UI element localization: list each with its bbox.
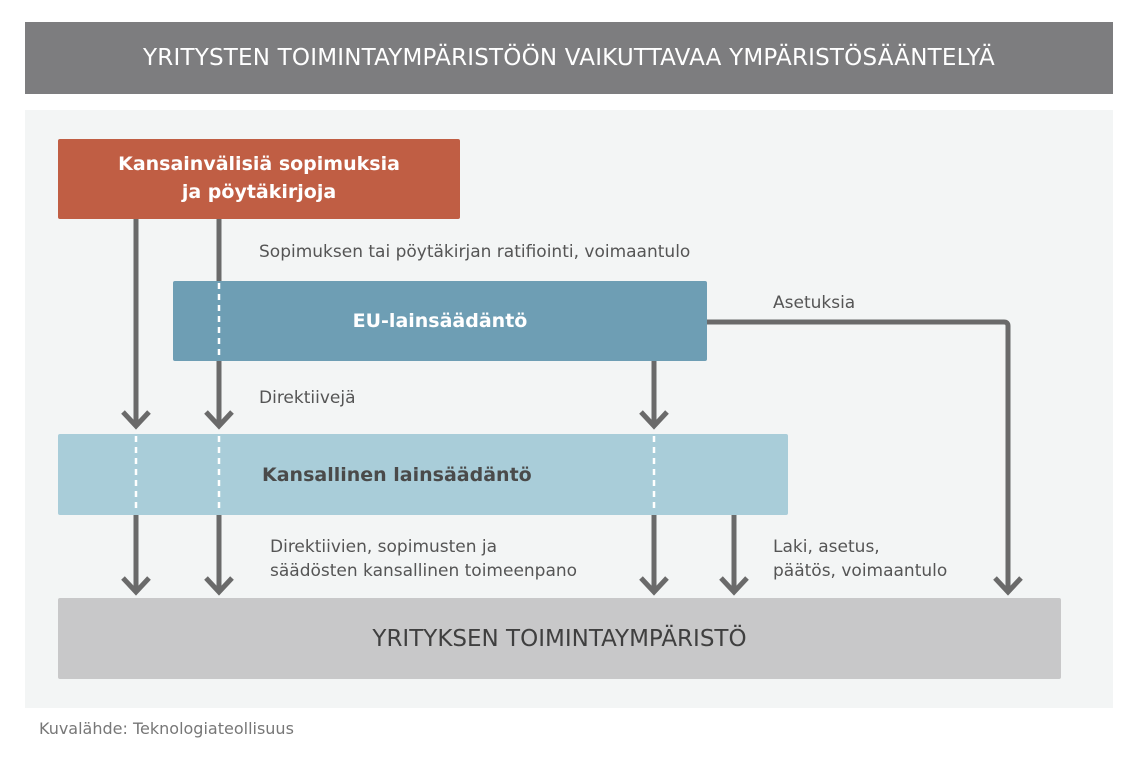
international-agreements-line1: Kansainvälisiä sopimuksia	[118, 153, 400, 176]
arrowhead-eu-regulations	[993, 576, 1023, 596]
business-environment-box: YRITYKSEN TOIMINTAYMPÄRISTÖ	[58, 598, 1061, 679]
arrow-eu-regulations	[707, 319, 1011, 592]
implementation-label-line2: säädösten kansallinen toimeenpano	[270, 560, 578, 581]
arrowhead-intl-national-2	[204, 410, 234, 430]
arrowhead-national-business-4	[719, 576, 749, 596]
implementation-label: Direktiivien, sopimusten ja säädösten ka…	[270, 536, 577, 584]
ratification-label: Sopimuksen tai pöytäkirjan ratifiointi, …	[259, 242, 691, 262]
national-legislation-label: Kansallinen lainsäädäntö	[262, 463, 532, 486]
law-label: Laki, asetus, päätös, voimaantulo	[773, 536, 947, 584]
arrowhead-eu-business	[639, 576, 669, 596]
international-agreements-box: Kansainvälisiä sopimuksia ja pöytäkirjoj…	[58, 139, 460, 219]
regulations-label: Asetuksia	[773, 293, 856, 313]
eu-legislation-label: EU-lainsäädäntö	[352, 310, 528, 332]
diagram-title-text: YRITYSTEN TOIMINTAYMPÄRISTÖÖN VAIKUTTAVA…	[143, 45, 995, 71]
international-agreements-line2: ja pöytäkirjoja	[181, 181, 337, 203]
law-label-line2: päätös, voimaantulo	[773, 560, 948, 581]
arrowhead-eu-national	[639, 410, 669, 430]
law-label-line1: Laki, asetus,	[773, 537, 880, 557]
implementation-label-line1: Direktiivien, sopimusten ja	[270, 537, 498, 557]
national-legislation-box: Kansallinen lainsäädäntö	[58, 434, 788, 515]
diagram-title: YRITYSTEN TOIMINTAYMPÄRISTÖÖN VAIKUTTAVA…	[25, 22, 1113, 94]
eu-legislation-box: EU-lainsäädäntö	[173, 281, 707, 361]
business-environment-label: YRITYKSEN TOIMINTAYMPÄRISTÖ	[372, 625, 747, 652]
arrowhead-national-business-2	[204, 576, 234, 596]
directives-label: Direktiivejä	[259, 388, 356, 408]
arrowhead-intl-national-1	[121, 410, 151, 430]
arrowhead-national-business-1	[121, 576, 151, 596]
image-source: Kuvalähde: Teknologiateollisuus	[39, 719, 294, 738]
